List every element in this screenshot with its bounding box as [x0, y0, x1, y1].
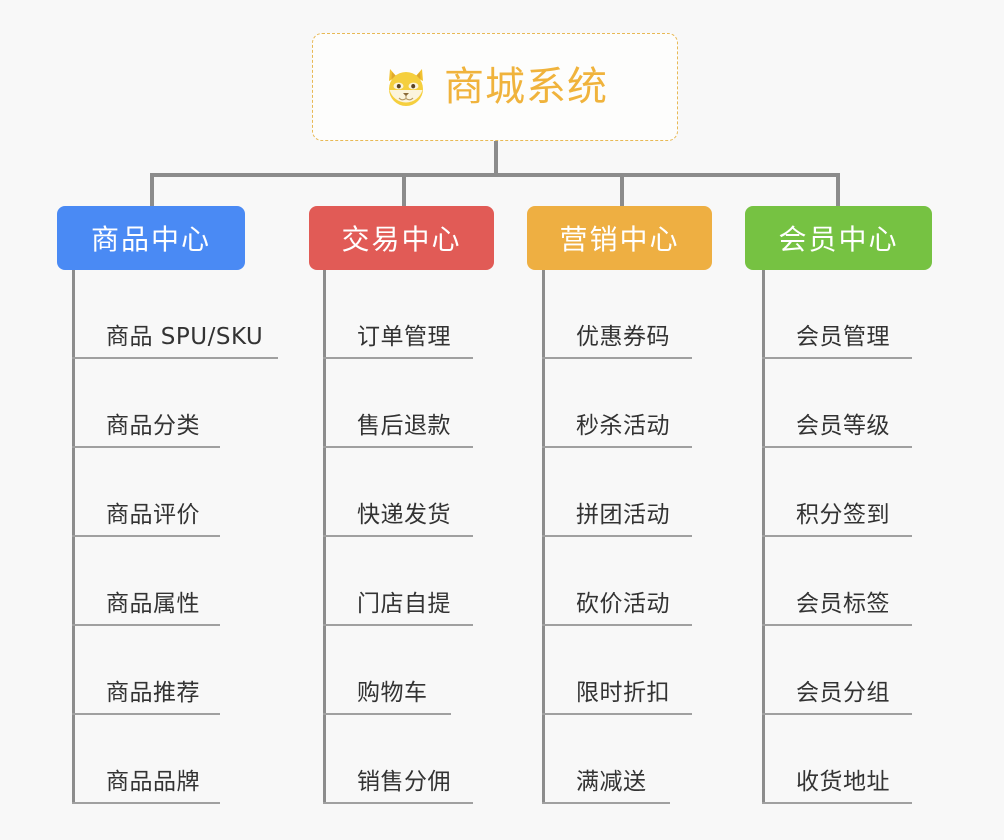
leaf-item-underline: [762, 535, 912, 537]
branch-spine: [762, 270, 765, 804]
leaf-item[interactable]: 商品分类: [72, 359, 263, 448]
leaf-item[interactable]: 售后退款: [323, 359, 473, 448]
category-header-label: 营销中心: [559, 223, 680, 256]
leaf-item-label: 秒杀活动: [576, 413, 670, 439]
leaf-item-label: 快递发货: [357, 502, 451, 528]
category-header-4[interactable]: 会员中心: [745, 206, 932, 270]
leaf-item-label: 会员分组: [796, 680, 890, 706]
leaf-item[interactable]: 积分签到: [762, 448, 912, 537]
leaf-item-label: 会员管理: [796, 324, 890, 350]
leaf-item-label: 商品分类: [106, 413, 200, 439]
category-header-3[interactable]: 营销中心: [527, 206, 712, 270]
leaf-item-underline: [762, 357, 912, 359]
leaf-item-underline: [72, 357, 278, 359]
leaf-item[interactable]: 秒杀活动: [542, 359, 692, 448]
branch-column-1: 商品 SPU/SKU 商品分类商品评价商品属性商品推荐商品品牌: [72, 270, 278, 804]
category-header-1[interactable]: 商品中心: [57, 206, 245, 270]
leaf-item-label: 收货地址: [796, 769, 890, 795]
leaf-item-underline: [72, 446, 220, 448]
category-header-label: 会员中心: [778, 223, 899, 256]
branch-column-4: 会员管理会员等级积分签到会员标签会员分组收货地址: [762, 270, 912, 804]
leaf-item-underline: [762, 446, 912, 448]
leaf-item-label: 会员等级: [796, 413, 890, 439]
leaf-item[interactable]: 商品品牌: [72, 715, 263, 804]
leaf-item-label: 商品推荐: [106, 680, 200, 706]
leaf-item-label: 销售分佣: [357, 769, 451, 795]
leaf-item[interactable]: 商品推荐: [72, 626, 263, 715]
leaf-item-label: 购物车: [357, 680, 428, 706]
leaf-item-underline: [542, 624, 692, 626]
leaf-item[interactable]: 商品评价: [72, 448, 263, 537]
leaf-item[interactable]: 购物车: [323, 626, 451, 715]
leaf-item-underline: [323, 446, 473, 448]
leaf-item[interactable]: 拼团活动: [542, 448, 692, 537]
leaf-item[interactable]: 会员等级: [762, 359, 912, 448]
leaf-item-underline: [323, 713, 451, 715]
leaf-item-underline: [762, 624, 912, 626]
leaf-item-label: 优惠券码: [576, 324, 670, 350]
leaf-item-label: 商品属性: [106, 591, 200, 617]
category-header-label: 交易中心: [341, 223, 462, 256]
leaf-item[interactable]: 砍价活动: [542, 537, 692, 626]
connector-drop-4: [836, 173, 840, 208]
leaf-item-underline: [762, 802, 912, 804]
leaf-item-underline: [72, 624, 220, 626]
leaf-item-underline: [542, 357, 692, 359]
root-node[interactable]: 商城系统: [312, 33, 678, 141]
connector-drop-2: [402, 173, 406, 208]
leaf-item[interactable]: 收货地址: [762, 715, 912, 804]
leaf-item-underline: [542, 535, 692, 537]
leaf-item-label: 订单管理: [357, 324, 451, 350]
leaf-item[interactable]: 商品属性: [72, 537, 263, 626]
branch-column-2: 订单管理售后退款快递发货门店自提购物车销售分佣: [323, 270, 473, 804]
leaf-item-underline: [542, 446, 692, 448]
leaf-item[interactable]: 限时折扣: [542, 626, 692, 715]
leaf-item-label: 拼团活动: [576, 502, 670, 528]
category-header-2[interactable]: 交易中心: [309, 206, 494, 270]
leaf-item-underline: [323, 535, 473, 537]
leaf-item-label: 积分签到: [796, 502, 890, 528]
root-title: 商城系统: [444, 64, 608, 110]
leaf-item[interactable]: 满减送: [542, 715, 670, 804]
leaf-item-label: 商品品牌: [106, 769, 200, 795]
category-header-label: 商品中心: [90, 223, 211, 256]
leaf-item-underline: [762, 713, 912, 715]
leaf-item[interactable]: 优惠券码: [542, 270, 692, 359]
connector-drop-1: [150, 173, 154, 208]
connector-root-stem: [494, 141, 498, 177]
connector-drop-3: [620, 173, 624, 208]
leaf-item[interactable]: 会员管理: [762, 270, 912, 359]
leaf-item[interactable]: 会员标签: [762, 537, 912, 626]
leaf-item-underline: [542, 713, 692, 715]
branch-spine: [542, 270, 545, 804]
leaf-item-underline: [323, 802, 473, 804]
leaf-item-underline: [323, 624, 473, 626]
leaf-item-underline: [542, 802, 670, 804]
leaf-item[interactable]: 订单管理: [323, 270, 473, 359]
branch-spine: [323, 270, 326, 804]
leaf-item[interactable]: 快递发货: [323, 448, 473, 537]
branch-spine: [72, 270, 75, 804]
leaf-item-label: 限时折扣: [576, 680, 670, 706]
leaf-item-label: 会员标签: [796, 591, 890, 617]
leaf-item-label: 商品 SPU/SKU: [106, 324, 264, 350]
leaf-item-label: 砍价活动: [576, 591, 670, 617]
leaf-item[interactable]: 销售分佣: [323, 715, 473, 804]
leaf-item[interactable]: 门店自提: [323, 537, 473, 626]
leaf-item-underline: [323, 357, 473, 359]
leaf-item-label: 商品评价: [106, 502, 200, 528]
shiba-dog-face-icon: [382, 63, 430, 111]
leaf-item-label: 售后退款: [357, 413, 451, 439]
leaf-item[interactable]: 会员分组: [762, 626, 912, 715]
leaf-item[interactable]: 商品 SPU/SKU: [72, 270, 278, 359]
branch-column-3: 优惠券码秒杀活动拼团活动砍价活动限时折扣满减送: [542, 270, 692, 804]
connector-distribution-bar: [150, 173, 840, 177]
leaf-item-underline: [72, 713, 220, 715]
leaf-item-underline: [72, 802, 220, 804]
leaf-item-label: 满减送: [576, 769, 647, 795]
leaf-item-label: 门店自提: [357, 591, 451, 617]
leaf-item-underline: [72, 535, 220, 537]
